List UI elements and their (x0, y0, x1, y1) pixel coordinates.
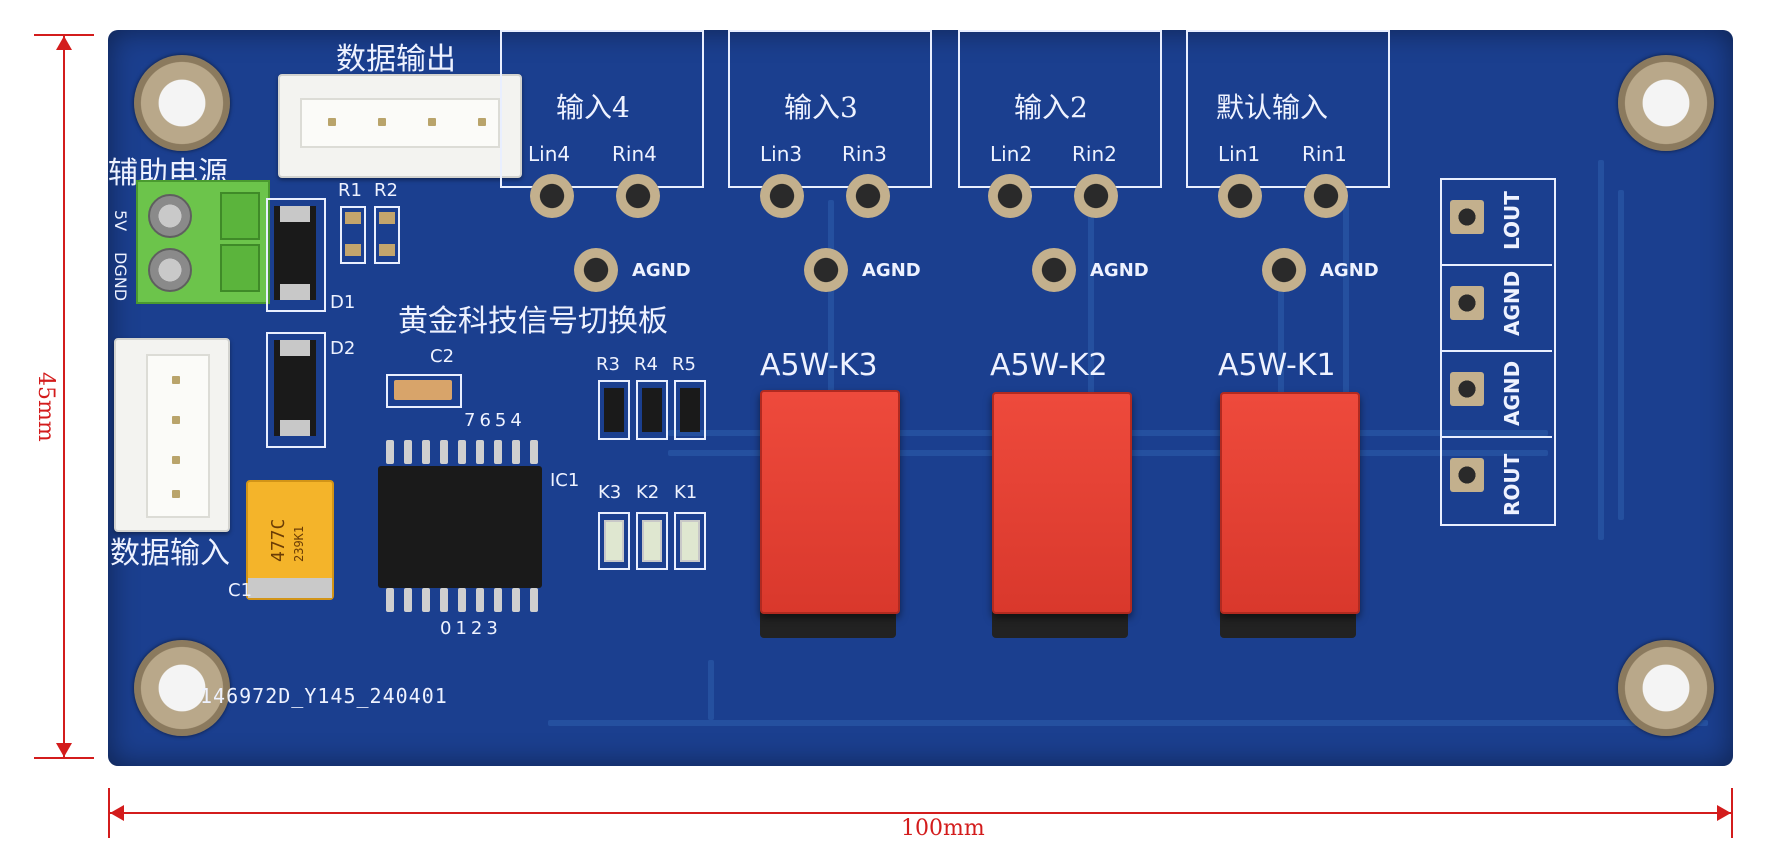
input-2-right-label: Rin2 (1072, 142, 1117, 166)
input-default-right-pad[interactable] (1304, 174, 1348, 218)
input-2-left-label: Lin2 (990, 142, 1033, 166)
d1-label: D1 (330, 292, 356, 313)
r4-label: R4 (634, 354, 658, 375)
r2-label: R2 (374, 180, 398, 201)
r3-label: R3 (596, 354, 620, 375)
diode-d2 (274, 340, 316, 436)
output-pad-agnd-2[interactable] (1450, 372, 1484, 406)
mount-hole-top-right (1618, 55, 1714, 151)
ic-top-pin-numbers: 7654 (464, 410, 526, 431)
output-header (1440, 178, 1556, 526)
mount-hole-bottom-right (1618, 640, 1714, 736)
resistor-r1 (340, 206, 366, 264)
c2-label: C2 (430, 346, 455, 367)
input-default-agnd-label: AGND (1320, 260, 1379, 281)
resistor-r4 (642, 388, 662, 432)
input-3-right-label: Rin3 (842, 142, 887, 166)
mount-hole-top-left (134, 55, 230, 151)
input-3-right-pad[interactable] (846, 174, 890, 218)
data-output-connector[interactable] (278, 74, 522, 178)
output-label-lout: LOUT (1500, 191, 1524, 250)
data-input-label: 数据输入 (110, 536, 230, 571)
ic1-chip (378, 466, 542, 588)
board-serial: 146972D_Y145_240401 (200, 684, 448, 708)
input-4-title: 输入4 (556, 91, 630, 124)
input-4-agnd-pad[interactable] (574, 248, 618, 292)
input-default-left-pad[interactable] (1218, 174, 1262, 218)
input-default-agnd-pad[interactable] (1262, 248, 1306, 292)
mount-hole-bottom-left (134, 640, 230, 736)
r5-label: R5 (672, 354, 696, 375)
input-2-agnd-label: AGND (1090, 260, 1149, 281)
input-2-right-pad[interactable] (1074, 174, 1118, 218)
output-pad-lout[interactable] (1450, 200, 1484, 234)
capacitor-c1: 477C 239K1 (246, 480, 334, 600)
input-4-agnd-label: AGND (632, 260, 691, 281)
input-3-agnd-label: AGND (862, 260, 921, 281)
r1-label: R1 (338, 180, 362, 201)
tantalum-marking: 477C (268, 518, 289, 562)
input-default-title: 默认输入 (1216, 91, 1329, 124)
c1-label: C1 (228, 580, 253, 601)
pcb-board: 数据输出 辅助电源 5V DGND D1 D2 R1 R2 (108, 30, 1733, 766)
relay-k1-label: A5W-K1 (1218, 348, 1336, 383)
width-label: 100mm (895, 816, 991, 841)
diode-d1 (274, 206, 316, 300)
k2-label: K2 (636, 482, 660, 503)
resistor-r2 (374, 206, 400, 264)
data-input-connector[interactable] (114, 338, 230, 532)
input-4-left-label: Lin4 (528, 142, 571, 166)
data-output-label: 数据输出 (336, 42, 456, 77)
led-k2 (642, 520, 662, 562)
input-3-title: 输入3 (784, 91, 858, 124)
output-label-agnd-2: AGND (1500, 360, 1524, 426)
k3-label: K3 (598, 482, 622, 503)
height-label: 45mm (33, 372, 58, 442)
ic1-label: IC1 (550, 470, 580, 491)
relay-k2-label: A5W-K2 (990, 348, 1108, 383)
board-title: 黄金科技信号切换板 (398, 304, 668, 339)
aux-power-terminal[interactable] (136, 180, 270, 304)
relay-k3-label: A5W-K3 (760, 348, 878, 383)
input-3-left-label: Lin3 (760, 142, 803, 166)
output-pad-rout[interactable] (1450, 458, 1484, 492)
input-4-right-pad[interactable] (616, 174, 660, 218)
led-k3 (604, 520, 624, 562)
input-2-agnd-pad[interactable] (1032, 248, 1076, 292)
led-k1 (680, 520, 700, 562)
ic-bottom-pin-numbers: 0123 (440, 618, 502, 639)
input-2-title: 输入2 (1014, 91, 1088, 124)
capacitor-c2 (386, 374, 462, 408)
output-label-rout: ROUT (1500, 453, 1524, 516)
input-3-agnd-pad[interactable] (804, 248, 848, 292)
input-default-left-label: Lin1 (1218, 142, 1261, 166)
input-4-right-label: Rin4 (612, 142, 657, 166)
input-3-left-pad[interactable] (760, 174, 804, 218)
output-pad-agnd-1[interactable] (1450, 286, 1484, 320)
aux-pin-dgnd-label: DGND (111, 252, 130, 302)
resistor-r3 (604, 388, 624, 432)
input-default-right-label: Rin1 (1302, 142, 1347, 166)
d2-label: D2 (330, 338, 356, 359)
output-label-agnd-1: AGND (1500, 270, 1524, 336)
input-4-left-pad[interactable] (530, 174, 574, 218)
tantalum-sub-marking: 239K1 (292, 525, 306, 562)
aux-pin-5v-label: 5V (111, 210, 130, 232)
resistor-r5 (680, 388, 700, 432)
input-2-left-pad[interactable] (988, 174, 1032, 218)
k1-label: K1 (674, 482, 698, 503)
